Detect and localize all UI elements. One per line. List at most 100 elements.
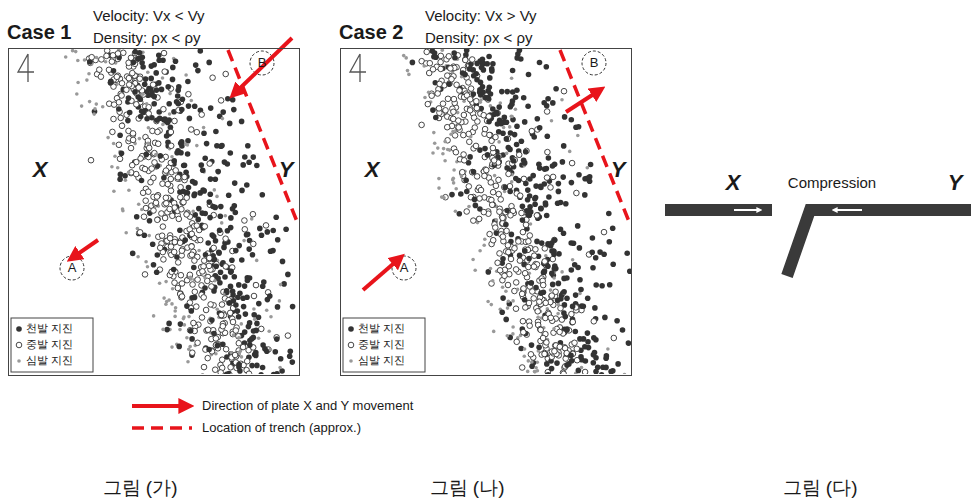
- earthquake-dot: [473, 269, 477, 273]
- earthquake-dot: [608, 369, 614, 374]
- earthquake-dot: [552, 327, 556, 331]
- earthquake-dot: [487, 231, 493, 237]
- earthquake-dot: [206, 347, 212, 353]
- plate-label: Y: [611, 158, 626, 182]
- earthquake-dot: [590, 265, 596, 271]
- earthquake-dot: [140, 190, 146, 196]
- earthquake-dot: [141, 214, 147, 220]
- earthquake-dot: [126, 82, 132, 88]
- earthquake-dot: [504, 208, 510, 214]
- earthquake-dot: [504, 120, 510, 126]
- earthquake-dot: [549, 293, 555, 299]
- earthquake-dot: [270, 228, 276, 234]
- earthquake-dot: [523, 355, 527, 359]
- earthquake-dot: [585, 330, 591, 336]
- earthquake-dot: [505, 152, 509, 156]
- earthquake-dot: [158, 153, 164, 159]
- earthquake-dot: [117, 176, 123, 182]
- earthquake-dot: [271, 372, 277, 374]
- earthquake-dot: [454, 210, 458, 214]
- north-symbol: [350, 54, 366, 82]
- earthquake-dot: [252, 307, 256, 311]
- earthquake-dot: [207, 215, 213, 221]
- earthquake-dot: [436, 146, 440, 150]
- figure-caption: 그림 (나): [430, 478, 505, 499]
- earthquake-dot: [467, 97, 473, 103]
- earthquake-dot: [481, 209, 487, 215]
- earthquake-dot: [526, 256, 532, 262]
- earthquake-dot: [560, 270, 564, 274]
- earthquake-dot: [561, 88, 567, 94]
- earthquake-dot: [232, 274, 238, 280]
- earthquake-dot: [197, 249, 201, 253]
- earthquake-dot: [446, 148, 450, 152]
- earthquake-dot: [468, 86, 474, 92]
- earthquake-dot: [517, 253, 523, 259]
- earthquake-dot: [514, 123, 520, 129]
- earthquake-dot: [229, 258, 235, 264]
- earthquake-dot: [151, 262, 157, 268]
- earthquake-dot: [486, 300, 490, 304]
- earthquake-dot: [490, 189, 496, 195]
- earthquake-dot: [224, 288, 230, 294]
- earthquake-dot: [213, 336, 219, 342]
- earthquake-dot: [168, 143, 174, 149]
- earthquake-dot: [165, 84, 171, 90]
- earthquake-dot: [549, 293, 555, 299]
- legend-box: [343, 318, 425, 372]
- earthquake-dot: [482, 126, 488, 132]
- earthquake-dot: [237, 336, 241, 340]
- compression-arrow: [834, 209, 862, 211]
- earthquake-dot: [458, 191, 464, 197]
- earthquake-dot: [507, 300, 511, 304]
- earthquake-dot: [88, 100, 92, 104]
- earthquake-dot: [471, 218, 477, 224]
- earthquake-dot: [554, 360, 560, 366]
- earthquake-dot: [506, 249, 512, 255]
- earthquake-dot: [454, 82, 460, 88]
- earthquake-dot: [474, 98, 480, 104]
- earthquake-dot: [550, 256, 556, 262]
- earthquake-dot: [536, 345, 542, 351]
- earthquake-dot: [228, 365, 234, 371]
- earthquake-dot: [443, 140, 447, 144]
- earthquake-dot: [114, 74, 120, 80]
- earthquake-dot: [472, 125, 478, 131]
- earthquake-dot: [490, 61, 496, 67]
- earthquake-dot: [546, 155, 552, 161]
- earthquake-dot: [569, 160, 575, 166]
- earthquake-dot: [582, 344, 588, 350]
- earthquake-dot: [591, 360, 597, 366]
- earthquake-dot: [230, 292, 236, 298]
- earthquake-dot: [533, 195, 539, 201]
- earthquake-dot: [162, 296, 166, 300]
- earthquake-dot: [178, 321, 184, 327]
- earthquake-dot: [163, 201, 169, 207]
- earthquake-dot: [529, 222, 533, 226]
- earthquake-dot: [146, 111, 152, 117]
- earthquake-dot: [168, 112, 172, 116]
- earthquake-dot: [202, 156, 208, 162]
- earthquake-dot: [582, 192, 588, 198]
- earthquake-dot: [177, 227, 183, 233]
- earthquake-dot: [574, 190, 580, 196]
- earthquake-dot: [507, 189, 513, 195]
- earthquake-dot: [167, 235, 173, 241]
- earthquake-dot: [490, 237, 496, 243]
- earthquake-dot: [233, 210, 239, 216]
- earthquake-dot: [186, 103, 192, 109]
- earthquake-dot: [484, 167, 490, 173]
- earthquake-dot: [233, 328, 239, 334]
- earthquake-dot: [178, 328, 182, 332]
- earthquake-dot: [201, 188, 207, 194]
- earthquake-dot: [224, 372, 230, 375]
- earthquake-dot: [76, 59, 80, 63]
- earthquake-dot: [544, 361, 550, 367]
- earthquake-dot: [201, 295, 207, 301]
- earthquake-dot: [467, 108, 473, 114]
- plate-label: Y: [279, 158, 294, 182]
- earthquake-dot: [591, 335, 597, 341]
- earthquake-dot: [577, 277, 583, 283]
- earthquake-dot: [171, 158, 177, 164]
- earthquake-dot: [456, 125, 462, 131]
